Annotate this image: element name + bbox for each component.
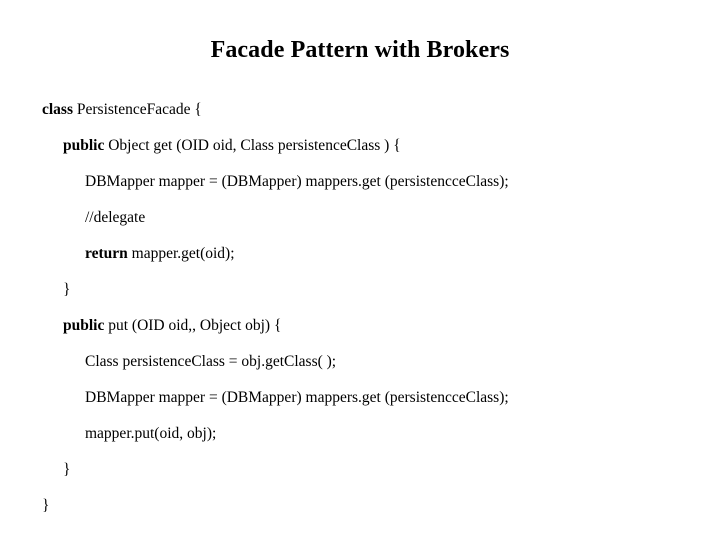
code-line: //delegate [0,200,720,236]
code-line: class PersistenceFacade { [0,92,720,128]
code-line: public Object get (OID oid, Class persis… [0,128,720,164]
code-text: put (OID oid,, Object obj) { [104,317,282,334]
code-text: DBMapper mapper = (DBMapper) mappers.get… [85,173,509,190]
code-line: } [0,452,720,488]
code-keyword: return [85,245,128,262]
code-line: public put (OID oid,, Object obj) { [0,308,720,344]
code-text: } [63,281,71,298]
code-text: PersistenceFacade { [73,101,202,118]
code-block: class PersistenceFacade {public Object g… [0,92,720,524]
page-title: Facade Pattern with Brokers [210,37,510,63]
code-text: } [63,461,71,478]
code-line: return mapper.get(oid); [0,236,720,272]
code-text: DBMapper mapper = (DBMapper) mappers.get… [85,389,509,406]
code-line: mapper.put(oid, obj); [0,416,720,452]
code-text: //delegate [85,209,146,226]
code-line: } [0,272,720,308]
code-line: Class persistenceClass = obj.getClass( )… [0,344,720,380]
code-keyword: public [63,137,105,154]
code-keyword: public [63,317,105,334]
code-text: mapper.put(oid, obj); [85,425,217,442]
code-keyword: class [42,101,73,118]
code-text: mapper.get(oid); [127,245,235,262]
code-line: DBMapper mapper = (DBMapper) mappers.get… [0,164,720,200]
code-text: } [42,497,50,514]
code-text: Class persistenceClass = obj.getClass( )… [85,353,337,370]
code-text: Object get (OID oid, Class persistenceCl… [104,137,401,154]
code-line: DBMapper mapper = (DBMapper) mappers.get… [0,380,720,416]
code-line: } [0,488,720,524]
